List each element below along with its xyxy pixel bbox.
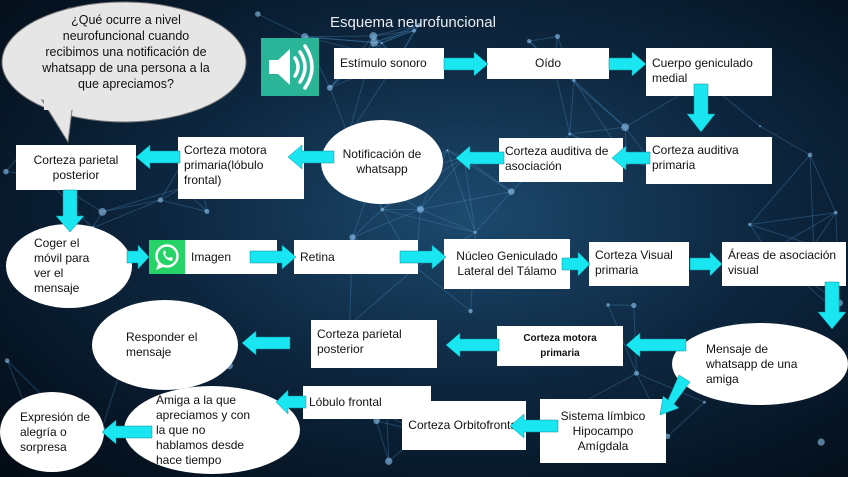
whatsapp-icon	[149, 240, 185, 274]
arrow-mensaje-to-motora2	[625, 332, 687, 358]
speaker-icon	[261, 38, 319, 96]
node-mensaje-whatsapp: Mensaje de whatsapp de una amiga	[672, 323, 848, 405]
node-amiga-label: Amiga a la que apreciamos y con la que n…	[156, 392, 251, 467]
question-text: ¿Qué ocurre a nivel neurofuncional cuand…	[42, 13, 210, 91]
node-corteza-parietal-posterior-1: Corteza parietal posterior	[16, 145, 136, 190]
node-sistema-limbico: Sistema límbico Hipocampo Amígdala	[540, 399, 666, 463]
node-nucleo-geniculado-lateral: Núcleo Geniculado Lateral del Tálamo	[444, 239, 570, 289]
question-bubble-shape	[1, 1, 247, 144]
diagram-title: Esquema neurofuncional	[330, 14, 496, 31]
node-amiga: Amiga a la que apreciamos y con la que n…	[124, 386, 300, 474]
arrow-estimulo-to-oido	[443, 51, 489, 77]
node-notificacion-label: Notificación de whatsapp	[342, 147, 422, 176]
node-coger-movil: Coger el móvil para ver el mensaje	[6, 224, 132, 308]
arrow-retina-to-nucleo	[399, 244, 447, 270]
node-expresion: Expresión de alegría o sorpresa	[0, 392, 104, 472]
arrow-motora-to-parietal	[135, 144, 181, 170]
arrow-lobulo-to-amiga	[275, 389, 307, 415]
node-corteza-auditiva-primaria: Corteza auditiva primaria	[646, 137, 772, 184]
arrow-whatsapp-to-imagen	[126, 244, 150, 270]
arrow-motora2-to-parietal2	[445, 332, 500, 358]
node-corteza-visual-primaria: Corteza Visual primaria	[589, 242, 689, 286]
node-areas-asociacion-visual: Áreas de asociación visual	[722, 242, 846, 286]
node-corteza-motora-lobulo-frontal: Corteza motora primaria(lóbulo frontal)	[178, 137, 304, 199]
node-oido: Oído	[487, 48, 609, 79]
node-responder-label: Responder el mensaje	[126, 330, 198, 359]
arrow-limbico-to-orbitofrontal	[509, 413, 559, 439]
node-responder-mensaje: Responder el mensaje	[92, 300, 238, 390]
node-notificacion-whatsapp: Notificación de whatsapp	[321, 120, 443, 204]
arrow-parietal-to-coger	[55, 189, 85, 233]
arrow-nucleo-to-visual	[561, 251, 591, 277]
node-mensaje-whatsapp-label: Mensaje de whatsapp de una amiga	[706, 341, 798, 386]
node-corteza-motora-primaria-2: Corteza motora primaria	[497, 326, 623, 366]
node-corteza-auditiva-asociacion: Corteza auditiva de asociación	[499, 138, 623, 182]
node-retina: Retina	[294, 240, 418, 274]
arrow-primaria-to-asociacion	[611, 145, 651, 171]
arrow-asociacion-to-notificacion	[455, 145, 505, 171]
arrow-imagen-to-retina	[249, 244, 297, 270]
arrow-notificacion-to-motora	[287, 144, 335, 170]
arrow-cuerpo-to-primaria	[686, 83, 716, 133]
arrow-oido-to-cuerpo	[608, 51, 647, 77]
node-corteza-parietal-posterior-2: Corteza parietal posterior	[311, 320, 437, 368]
arrow-visual-to-areas	[689, 251, 723, 277]
node-coger-movil-label: Coger el móvil para ver el mensaje	[34, 236, 90, 295]
arrow-parietal2-to-responder	[241, 330, 291, 356]
arrow-areas-to-mensaje	[817, 281, 847, 330]
node-lobulo-frontal: Lóbulo frontal	[303, 386, 431, 419]
node-cuerpo-geniculado-medial: Cuerpo geniculado medial	[646, 48, 772, 96]
node-expresion-label: Expresión de alegría o sorpresa	[20, 409, 91, 454]
arrow-mensaje-to-limbico	[659, 374, 691, 416]
arrow-amiga-to-expresion	[101, 419, 153, 445]
node-estimulo-sonoro: Estímulo sonoro	[334, 48, 444, 79]
